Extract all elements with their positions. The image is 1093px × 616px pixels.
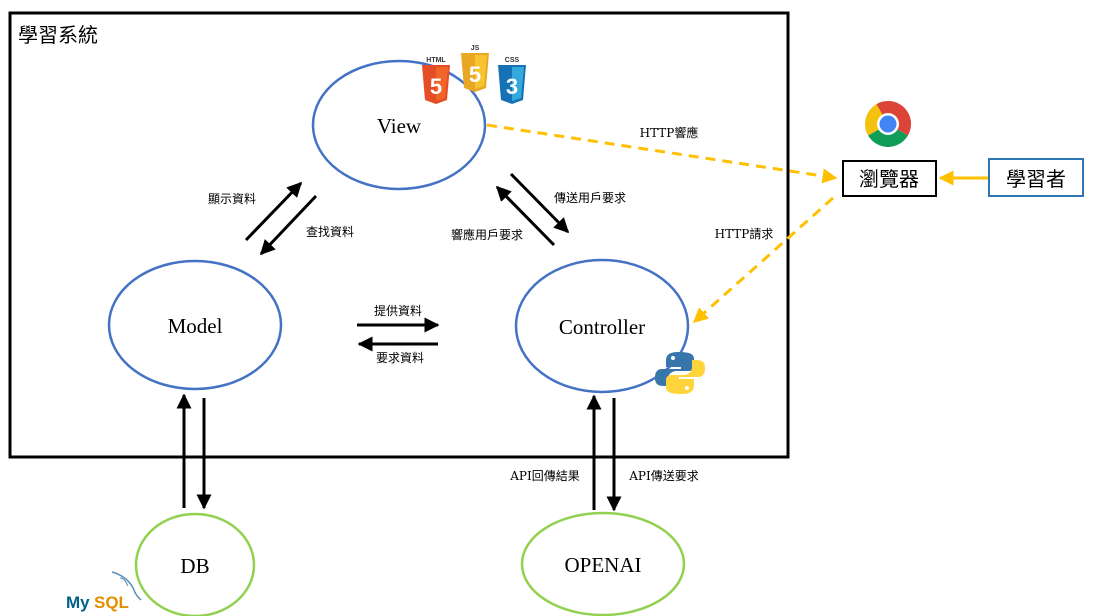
- js-logo-number: 5: [469, 62, 481, 87]
- request-data-label: 要求資料: [376, 351, 424, 365]
- view-to-controller-arrow: [509, 172, 570, 234]
- http-response-label: HTTP響應: [640, 125, 699, 140]
- http-request-label: HTTP請求: [715, 227, 774, 241]
- http-response-arrow: [486, 123, 838, 184]
- view-label: View: [377, 114, 422, 138]
- send-user-request-label: 傳送用戶要求: [554, 190, 626, 205]
- model-to-view-arrow: [244, 181, 303, 242]
- css-logo-text: CSS: [505, 57, 520, 64]
- system-boundary: [8, 11, 790, 459]
- provide-data-label: 提供資料: [374, 303, 422, 318]
- db-node: [134, 512, 256, 616]
- css-logo-number: 3: [506, 74, 518, 99]
- respond-user-request-label: 響應用戶要求: [451, 227, 523, 242]
- openai-label: OPENAI: [565, 553, 642, 577]
- html-logo-number: 5: [430, 74, 442, 99]
- system-title: 學習系統: [18, 23, 98, 47]
- http-request-arrow: [692, 196, 834, 324]
- js-icon: JS 5: [461, 45, 489, 92]
- browser-box: [842, 160, 937, 197]
- model-label: Model: [168, 314, 223, 338]
- python-icon: [655, 352, 705, 394]
- html5-icon: HTML 5: [422, 57, 450, 104]
- controller-to-view-arrow: [495, 185, 556, 247]
- browser-label: 瀏覽器: [859, 167, 919, 191]
- chrome-icon: [865, 101, 911, 147]
- mysql-icon: My SQL: [66, 571, 142, 612]
- css3-icon: CSS 3: [498, 57, 526, 104]
- view-to-model-arrow: [259, 194, 318, 256]
- openai-node: [520, 511, 686, 616]
- controller-label: Controller: [559, 315, 645, 339]
- display-data-label: 顯示資料: [208, 192, 256, 206]
- query-data-label: 查找資料: [306, 225, 354, 239]
- js-logo-text: JS: [471, 45, 480, 52]
- learner-box: [988, 158, 1084, 197]
- mysql-logo-my: My: [66, 593, 90, 612]
- db-label: DB: [180, 554, 209, 578]
- controller-node: [514, 258, 690, 394]
- api-send-label: API傳送要求: [628, 468, 698, 483]
- mysql-logo-sql: SQL: [94, 593, 129, 612]
- model-node: [107, 259, 283, 391]
- html-logo-text: HTML: [426, 57, 446, 64]
- learner-label: 學習者: [1006, 167, 1066, 191]
- api-return-label: API回傳結果: [509, 469, 579, 483]
